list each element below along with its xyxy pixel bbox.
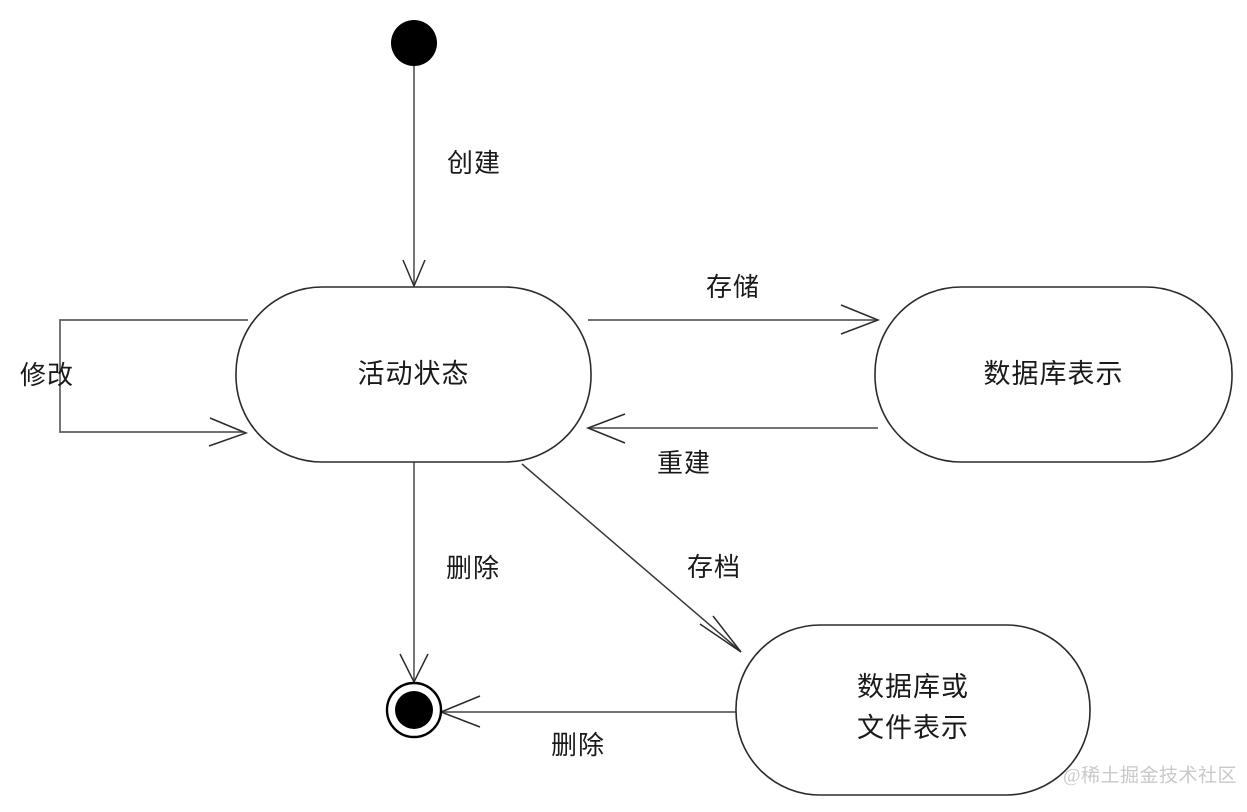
transition-store	[588, 304, 881, 335]
transition-label-store: 存储	[706, 273, 760, 302]
state-dbfile-label-line1: 数据库或	[857, 672, 969, 702]
transition-archive-arrowhead	[699, 615, 742, 653]
state-dbfile-label-line2: 文件表示	[857, 713, 969, 743]
transition-label-rebuild: 重建	[657, 449, 711, 478]
transition-label-create: 创建	[447, 149, 501, 178]
initial-state-node[interactable]	[391, 20, 437, 66]
transition-rebuild-arrowhead	[585, 413, 626, 444]
transition-modify	[59, 319, 249, 447]
transition-delete-dbfile	[438, 695, 737, 728]
transition-label-delete-active: 删除	[446, 554, 500, 583]
state-active-label: 活动状态	[358, 359, 470, 389]
transition-store-arrowhead	[840, 304, 881, 335]
transition-archive-line	[521, 463, 740, 651]
transition-rebuild	[585, 413, 878, 444]
final-state-inner-circle	[395, 691, 433, 729]
transition-create	[402, 66, 426, 288]
transition-create-arrowhead	[402, 259, 426, 288]
state-dbrep-shape	[874, 286, 1233, 463]
state-dbfile-shape	[735, 624, 1091, 796]
transition-modify-line	[59, 319, 248, 433]
state-active-shape	[235, 286, 592, 463]
transition-label-delete-dbfile: 删除	[551, 731, 605, 760]
transition-archive	[521, 463, 742, 653]
transition-label-archive: 存档	[687, 553, 741, 582]
initial-state-circle	[391, 20, 437, 66]
transition-label-modify: 修改	[20, 361, 74, 390]
state-node-database-or-file-representation[interactable]: 数据库或 文件表示	[735, 624, 1091, 796]
transition-modify-arrowhead	[208, 417, 249, 447]
state-node-active[interactable]: 活动状态	[235, 286, 592, 463]
final-state-node[interactable]	[385, 681, 443, 739]
transition-delete-active	[399, 462, 429, 684]
state-node-database-representation[interactable]: 数据库表示	[874, 286, 1233, 463]
state-dbrep-label: 数据库表示	[984, 359, 1124, 389]
watermark-label: @稀土掘金技术社区	[1063, 764, 1237, 786]
